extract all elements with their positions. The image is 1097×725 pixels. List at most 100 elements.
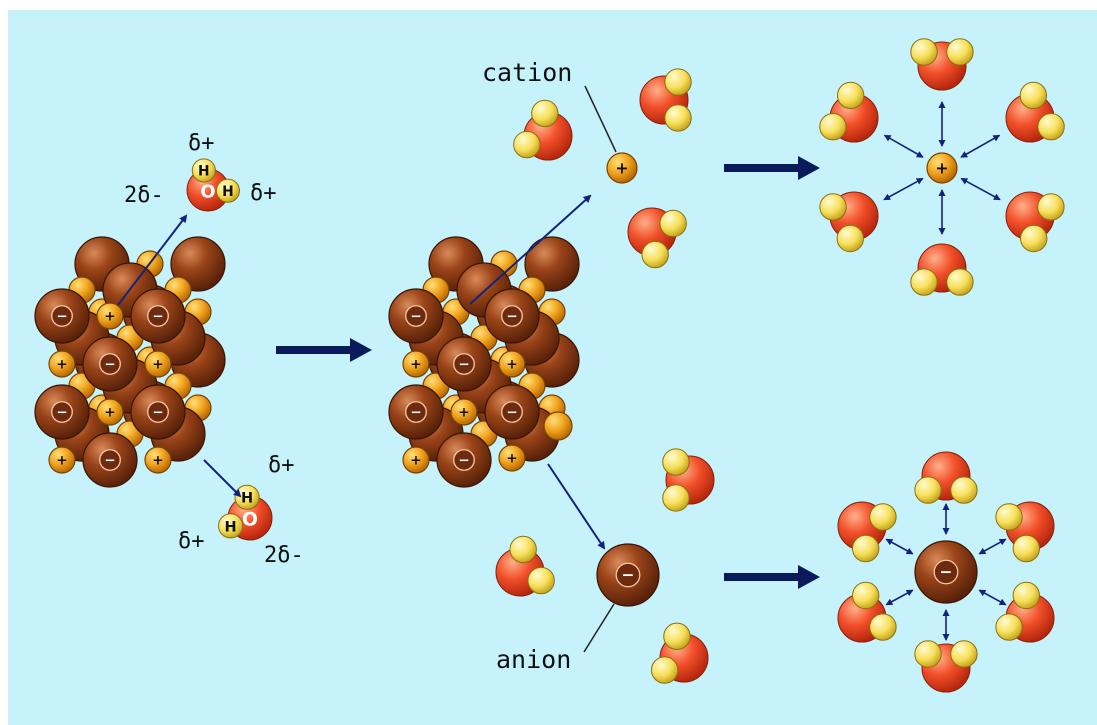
cation-sphere-front: + bbox=[48, 350, 76, 378]
oxygen-symbol: O bbox=[200, 181, 215, 202]
anion-sphere-back bbox=[170, 236, 226, 292]
minus-sign: − bbox=[458, 452, 469, 468]
water-hydrating-anion bbox=[914, 451, 978, 504]
water-molecule-labeled-bottom: HHO bbox=[218, 484, 273, 541]
hydration-arrow bbox=[960, 134, 1001, 158]
minus-sign: − bbox=[56, 308, 67, 324]
anion-sphere-front: − bbox=[484, 288, 540, 344]
plus-sign: + bbox=[152, 453, 163, 469]
water-hydrating-cation bbox=[910, 38, 974, 91]
delta-minus-label-top-o: 2δ- bbox=[124, 183, 164, 208]
anion-hydrated: − bbox=[914, 540, 978, 604]
hydration-arrow bbox=[960, 177, 1001, 201]
plus-sign: + bbox=[152, 357, 163, 373]
cation-sphere-front: + bbox=[498, 350, 526, 378]
anion-sphere-front: − bbox=[130, 384, 186, 440]
water-molecule bbox=[650, 622, 709, 684]
hydration-arrow bbox=[978, 538, 1007, 555]
minus-sign: − bbox=[458, 356, 469, 372]
oxygen-symbol: O bbox=[242, 510, 258, 531]
anion-sphere-front: − bbox=[484, 384, 540, 440]
cation-release-arrow bbox=[469, 194, 592, 305]
cation-sphere-front: + bbox=[144, 350, 172, 378]
arrows bbox=[117, 101, 1007, 641]
delta-plus-label-top-h2: δ+ bbox=[250, 181, 277, 206]
water-hydrating-cation bbox=[1005, 81, 1065, 143]
cation-sphere-front: + bbox=[96, 398, 124, 426]
minus-sign: − bbox=[104, 452, 115, 468]
anion-sphere-front: − bbox=[82, 336, 138, 392]
cation-sphere-front: + bbox=[498, 444, 526, 472]
hydration-arrow bbox=[978, 589, 1007, 606]
process-arrow-1 bbox=[276, 338, 372, 362]
hydrogen-symbol: H bbox=[241, 491, 253, 507]
cation-sphere-front: + bbox=[450, 398, 478, 426]
ionic-crystal-intact: −+−+−+−+−+−+ bbox=[34, 236, 226, 488]
anion-sphere-front: − bbox=[436, 432, 492, 488]
anion-sphere-front: − bbox=[34, 384, 90, 440]
minus-sign: − bbox=[622, 566, 635, 584]
minus-sign: − bbox=[940, 563, 953, 581]
cation-free: + bbox=[606, 152, 638, 184]
plus-sign: + bbox=[56, 453, 67, 469]
plus-sign: + bbox=[410, 357, 421, 373]
process-arrow-anion bbox=[724, 565, 820, 589]
water-hydrating-anion bbox=[837, 581, 897, 643]
anion-release-arrow bbox=[547, 463, 606, 550]
water-molecule bbox=[662, 448, 715, 512]
anion-leader-line bbox=[583, 603, 615, 653]
hydrogen-symbol: H bbox=[222, 184, 234, 200]
plus-sign: + bbox=[410, 453, 421, 469]
water-molecule bbox=[627, 207, 687, 269]
delta-minus-label-bottom-o: 2δ- bbox=[264, 543, 304, 568]
water-hydrating-cation bbox=[819, 81, 879, 143]
plus-sign: + bbox=[506, 451, 517, 467]
cation-sphere-front: + bbox=[48, 446, 76, 474]
water-hydrating-cation bbox=[819, 191, 879, 253]
hydration-arrow bbox=[885, 589, 914, 606]
delta-plus-label-bottom-h1: δ+ bbox=[268, 453, 295, 478]
cation-sphere-loose bbox=[543, 411, 573, 441]
attraction-arrow-bottom-water bbox=[203, 459, 242, 498]
plus-sign: + bbox=[56, 357, 67, 373]
minus-sign: − bbox=[410, 404, 421, 420]
water-hydrating-anion bbox=[995, 581, 1055, 643]
cation-leader-line bbox=[584, 85, 617, 153]
minus-sign: − bbox=[56, 404, 67, 420]
water-hydrating-anion bbox=[995, 501, 1055, 563]
anion-sphere-front: − bbox=[388, 384, 444, 440]
delta-plus-label-bottom-h2: δ+ bbox=[178, 529, 205, 554]
water-hydrating-cation bbox=[1005, 191, 1065, 253]
anion-sphere-front: − bbox=[436, 336, 492, 392]
attraction-arrow-top-water bbox=[117, 214, 188, 306]
anion-free: − bbox=[596, 543, 660, 607]
ionic-crystal-dissolving: −−+−+−+−+−+ bbox=[388, 236, 580, 488]
delta-plus-label-top-h1: δ+ bbox=[188, 131, 215, 156]
anion-label: anion bbox=[496, 645, 571, 674]
minus-sign: − bbox=[104, 356, 115, 372]
cation-sphere-front: + bbox=[96, 302, 124, 330]
cation-sphere-front: + bbox=[144, 446, 172, 474]
hydration-arrow bbox=[883, 134, 924, 158]
anion-sphere-front: − bbox=[388, 288, 444, 344]
anion-sphere-front: − bbox=[82, 432, 138, 488]
plus-sign: + bbox=[104, 309, 115, 325]
water-hydrating-anion bbox=[914, 640, 978, 693]
minus-sign: − bbox=[506, 308, 517, 324]
anion-sphere-front: − bbox=[34, 288, 90, 344]
water-molecule-labeled-top: HHO bbox=[186, 158, 240, 212]
cation-hydrated: + bbox=[926, 152, 958, 184]
anion-sphere-back bbox=[524, 236, 580, 292]
process-arrow-cation bbox=[724, 156, 820, 180]
minus-sign: − bbox=[152, 404, 163, 420]
plus-sign: + bbox=[458, 405, 469, 421]
hydration-arrow bbox=[885, 538, 914, 555]
water-hydrating-anion bbox=[837, 501, 897, 563]
plus-sign: + bbox=[506, 357, 517, 373]
water-molecule bbox=[495, 535, 555, 597]
hydrogen-symbol: H bbox=[225, 519, 237, 535]
minus-sign: − bbox=[506, 404, 517, 420]
anion-sphere-front: − bbox=[130, 288, 186, 344]
